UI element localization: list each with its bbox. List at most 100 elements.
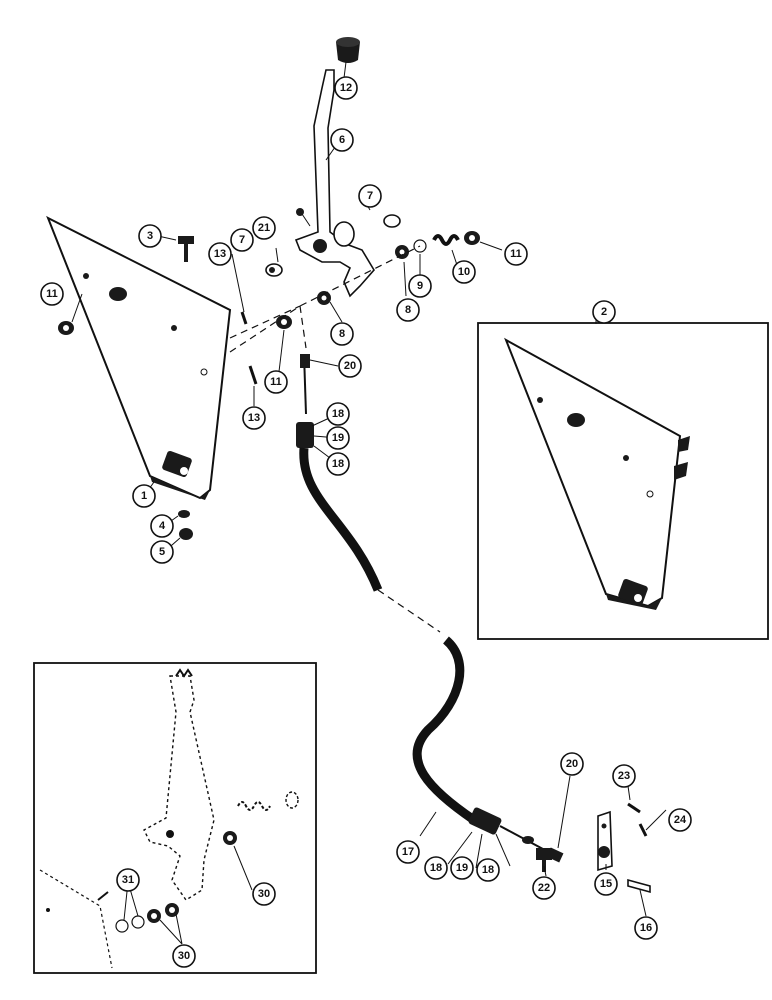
callout-6: 6 (330, 128, 354, 152)
hand-lever (294, 69, 375, 298)
callout-label: 31 (122, 874, 134, 886)
callout-17: 17 (396, 840, 420, 864)
callout-circle (150, 514, 174, 538)
callout-circle (450, 856, 474, 880)
callout-circle (334, 76, 358, 100)
callout-label: 20 (566, 758, 578, 770)
callout-7: 7 (358, 184, 382, 208)
callout-label: 6 (339, 134, 345, 146)
control-cable (296, 353, 564, 863)
callout-18: 18 (476, 858, 500, 882)
mounting-plate (46, 215, 232, 500)
cable-bracket (536, 802, 651, 894)
callout-label: 1 (141, 490, 147, 502)
callout-label: 18 (332, 408, 344, 420)
callout-label: 24 (674, 814, 687, 826)
callout-label: 4 (159, 520, 166, 532)
callout-label: 10 (458, 266, 470, 278)
callout-label: 3 (147, 230, 153, 242)
callout-label: 21 (258, 222, 270, 234)
callout-2: 2 (592, 300, 616, 324)
callout-circle (172, 944, 196, 968)
callout-label: 23 (618, 770, 630, 782)
callout-13: 13 (242, 406, 266, 430)
callout-label: 11 (270, 376, 282, 388)
callout-circle (634, 916, 658, 940)
callout-label: 7 (239, 234, 245, 246)
callout-label: 11 (46, 288, 58, 300)
lever-knob (336, 37, 360, 63)
callout-24: 24 (668, 808, 692, 832)
callout-label: 15 (600, 878, 612, 890)
callout-circle (612, 764, 636, 788)
callout-circle (560, 752, 584, 776)
callout-circle (338, 354, 362, 378)
callout-label: 30 (178, 950, 190, 962)
callout-label: 11 (510, 248, 522, 260)
callout-label: 17 (402, 846, 414, 858)
callout-1: 1 (132, 484, 156, 508)
mounting-plate-inset (504, 337, 690, 610)
callout-label: 2 (601, 306, 607, 318)
callout-label: 18 (430, 862, 442, 874)
callout-circle (504, 242, 528, 266)
callout-11: 11 (40, 282, 64, 306)
callout-circle (594, 872, 618, 896)
callout-30: 30 (172, 944, 196, 968)
callout-22: 22 (532, 876, 556, 900)
callout-circle (208, 242, 232, 266)
callout-3: 3 (138, 224, 162, 248)
callout-label: 13 (214, 248, 226, 260)
callout-8: 8 (330, 322, 354, 346)
callout-label: 8 (405, 304, 411, 316)
callout-circle (242, 406, 266, 430)
callout-label: 22 (538, 882, 550, 894)
callout-label: 19 (456, 862, 468, 874)
callout-31: 31 (116, 868, 140, 892)
leader-lines (71, 61, 667, 945)
hardware-pieces (58, 208, 480, 540)
callout-16: 16 (634, 916, 658, 940)
callout-15: 15 (594, 872, 618, 896)
callout-circle (408, 274, 432, 298)
callout-circle (668, 808, 692, 832)
callout-18: 18 (424, 856, 448, 880)
callout-circle (116, 868, 140, 892)
callout-10: 10 (452, 260, 476, 284)
callout-label: 5 (159, 546, 165, 558)
callout-13: 13 (208, 242, 232, 266)
callout-circle (326, 426, 350, 450)
callout-12: 12 (334, 76, 358, 100)
inset-box-alternate-panel (477, 322, 769, 640)
callout-label: 8 (339, 328, 345, 340)
callout-8: 8 (396, 298, 420, 322)
callout-circle (330, 322, 354, 346)
callout-circle (230, 228, 254, 252)
callout-label: 30 (258, 888, 270, 900)
callout-label: 16 (640, 922, 652, 934)
callout-circle (592, 300, 616, 324)
callout-4: 4 (150, 514, 174, 538)
callout-circle (330, 128, 354, 152)
callout-9: 9 (408, 274, 432, 298)
callout-19: 19 (326, 426, 350, 450)
alternate-lever-ghost (39, 668, 299, 969)
callout-20: 20 (338, 354, 362, 378)
callout-circle (326, 402, 350, 426)
callout-label: 19 (332, 432, 344, 444)
callout-label: 20 (344, 360, 356, 372)
callout-circle (532, 876, 556, 900)
callout-circle (138, 224, 162, 248)
callout-circle (452, 260, 476, 284)
callout-circle (326, 452, 350, 476)
callout-circle (252, 216, 276, 240)
callout-label: 9 (417, 280, 423, 292)
callout-circle (424, 856, 448, 880)
callout-circle (396, 298, 420, 322)
callout-5: 5 (150, 540, 174, 564)
callout-circle (476, 858, 500, 882)
callout-circle (150, 540, 174, 564)
callout-label: 18 (332, 458, 344, 470)
callout-circle (396, 840, 420, 864)
